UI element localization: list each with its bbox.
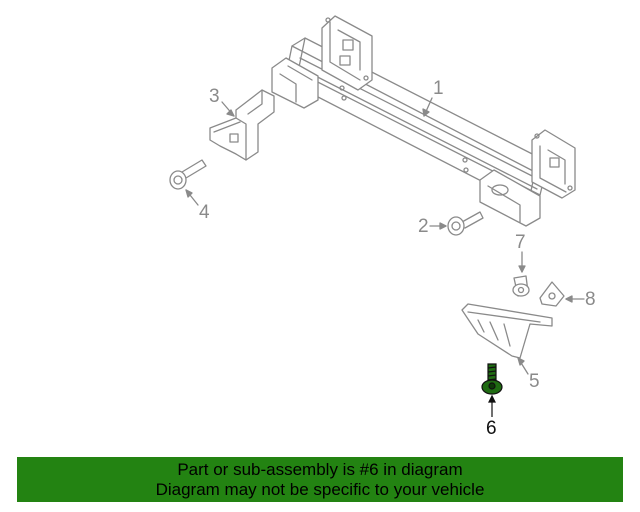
callout-2: 2 <box>418 216 429 237</box>
callout-5: 5 <box>529 371 540 392</box>
bolt-part-6-highlighted <box>481 363 503 417</box>
bumper-beam-part <box>271 15 576 227</box>
callout-6: 6 <box>486 418 497 439</box>
side-bracket-part <box>209 89 275 161</box>
callout-8: 8 <box>585 289 596 310</box>
parts-diagram <box>169 15 585 417</box>
lower-bracket-part <box>461 303 553 359</box>
callout-3: 3 <box>209 86 220 107</box>
callout-4: 4 <box>199 202 210 223</box>
callout-1: 1 <box>433 78 444 99</box>
banner-disclaimer-line: Diagram may not be specific to your vehi… <box>155 480 485 499</box>
banner-part-line: Part or sub-assembly is #6 in diagram <box>177 460 463 479</box>
clip-part-7 <box>512 275 530 297</box>
bolt-part-4 <box>169 159 207 190</box>
leader-lines <box>185 97 585 375</box>
bolt-part-2 <box>447 211 484 236</box>
callout-7: 7 <box>515 232 526 253</box>
clip-part-8 <box>539 281 565 307</box>
diagram-notice-banner: Part or sub-assembly is #6 in diagram Di… <box>17 457 623 502</box>
